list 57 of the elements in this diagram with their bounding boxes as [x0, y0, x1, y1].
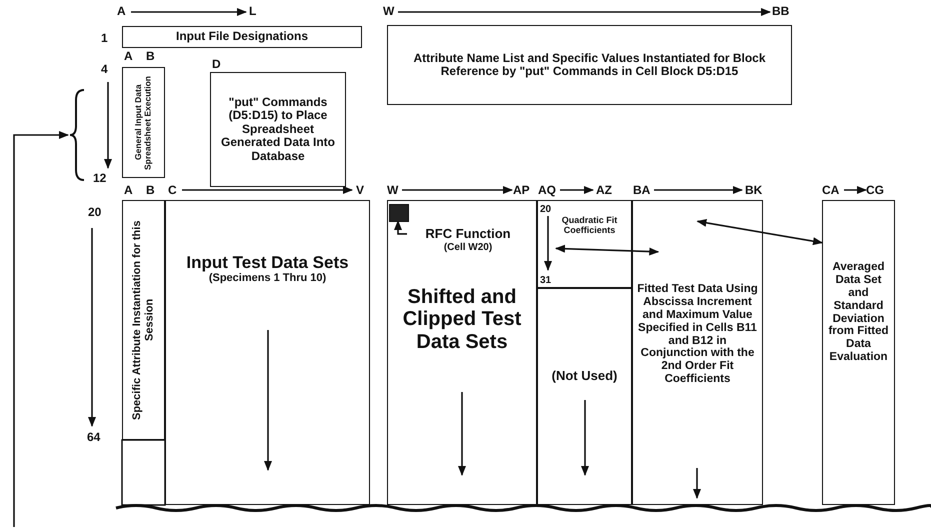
block-label: Specific Attribute Instantiation for this Session [131, 219, 156, 422]
column-block [822, 200, 895, 505]
column-letter: AZ [596, 183, 612, 197]
column-letter: W [387, 183, 398, 197]
brace [68, 88, 86, 182]
column-letter: CG [866, 183, 884, 197]
arrow [555, 244, 660, 256]
column-letter: BA [633, 183, 650, 197]
column-letter: AP [513, 183, 530, 197]
row-number: 20 [88, 205, 102, 219]
column-block [387, 200, 537, 505]
block-label: Attribute Name List and Specific Values Instantiated for Block Reference by "put" Commands in Cell Block D5:D15 [412, 52, 767, 78]
column-letter: AQ [538, 183, 556, 197]
column-letter: B [146, 49, 155, 63]
block-sublabel: (Specimens 1 Thru 10) [208, 272, 326, 284]
column-letter: W [383, 4, 394, 18]
column-letter: BK [745, 183, 762, 197]
block-label: Fitted Test Data Using Abscissa Increment and Maximum Value Specified in Cells B11 and B12 in Conjunction with the 2nd Order Fit Coefficients [637, 283, 758, 386]
row-number: 64 [87, 430, 100, 444]
block-label: Averaged Data Set and Standard Deviation from Fitted Data Evaluation [827, 261, 890, 364]
column-block [537, 200, 632, 288]
block-label: Quadratic Fit Coefficients [560, 215, 618, 236]
column-block [165, 200, 370, 505]
row-number: 1 [101, 31, 108, 45]
column-block [122, 200, 165, 440]
column-block [632, 200, 763, 505]
block-label: Input File Designations [176, 30, 308, 44]
block-sublabel: (Cell W20) [444, 242, 492, 253]
cell-block [389, 204, 409, 222]
column-letter: BB [772, 4, 790, 18]
block-label: RFC Function [425, 227, 511, 242]
block-label: Shifted and Clipped Test Data Sets [402, 286, 522, 354]
block-label: General Input Data Spreadsheet Execution [134, 74, 154, 172]
column-letter: V [356, 183, 364, 197]
column-letter: B [146, 183, 155, 197]
row-number: 31 [540, 274, 552, 288]
column-letter: D [212, 57, 221, 71]
column-block [122, 67, 165, 178]
arrow [696, 218, 823, 246]
block-label: (Not Used) [552, 369, 618, 384]
arrow [13, 131, 69, 527]
title-box [122, 26, 362, 48]
note-box [387, 25, 792, 105]
column-letter: A [124, 183, 133, 197]
column-block [537, 288, 632, 505]
note-box [210, 72, 346, 187]
row-number: 12 [93, 171, 106, 185]
row-number: 4 [101, 62, 108, 76]
arrow [394, 220, 407, 235]
row-number: 20 [540, 203, 552, 217]
column-letter: L [249, 4, 256, 18]
column-letter: A [124, 49, 133, 63]
column-letter: C [168, 183, 177, 197]
column-letter: CA [822, 183, 840, 197]
column-letter: A [117, 4, 126, 18]
block-label: Input Test Data Sets [186, 253, 349, 272]
block-label: "put" Commands (D5:D15) to Place Spreadsheet Generated Data Into Database [220, 96, 336, 164]
